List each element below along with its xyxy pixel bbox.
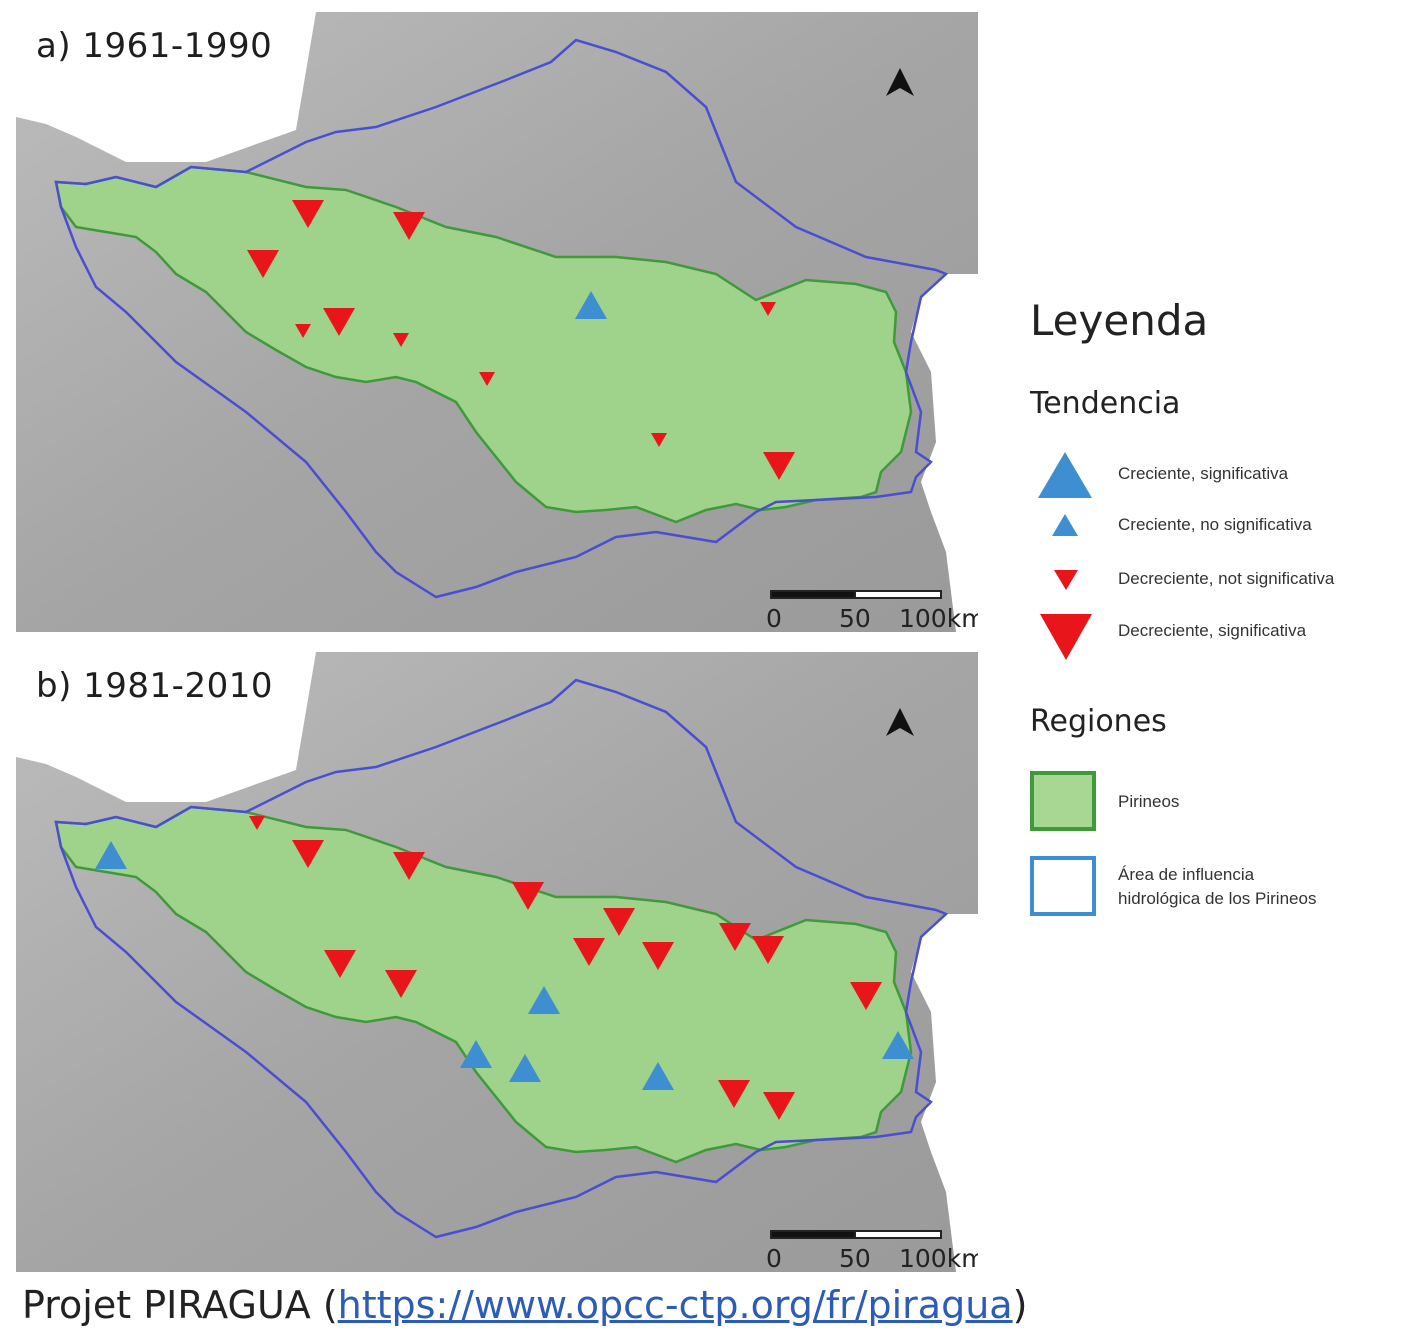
influence-area-swatch bbox=[1030, 856, 1096, 916]
panel-title: a) 1961-1990 bbox=[36, 26, 273, 66]
station-marker-decreasing-not-significant bbox=[651, 433, 667, 447]
scale-bar: 0 50 100km bbox=[766, 584, 978, 632]
legend-item-pyrenees: Pirineos bbox=[1030, 771, 1425, 831]
legend-item-decreasing-not-significant: Decreciente, not significativa bbox=[1030, 556, 1425, 610]
station-markers-a bbox=[247, 200, 795, 480]
panel-title: b) 1981-2010 bbox=[36, 666, 273, 706]
legend-label: Creciente, significativa bbox=[1118, 464, 1289, 483]
station-marker-decreasing-not-significant bbox=[479, 372, 495, 386]
station-marker-decreasing-significant bbox=[393, 212, 425, 240]
scale-bar: 0 50 100km bbox=[766, 1224, 978, 1272]
triangle-down-small-red-icon bbox=[1054, 570, 1078, 590]
station-marker-decreasing-not-significant bbox=[249, 816, 265, 830]
scale-segment-black bbox=[770, 590, 856, 599]
scale-segment-white bbox=[854, 1230, 942, 1239]
scale-label: 100km bbox=[899, 1244, 978, 1272]
station-marker-decreasing-significant bbox=[247, 250, 279, 278]
station-marker-decreasing-significant bbox=[512, 882, 544, 910]
triangle-up-small-blue-icon bbox=[1052, 514, 1078, 536]
station-marker-decreasing-significant bbox=[763, 452, 795, 480]
source-link[interactable]: https://www.opcc-ctp.org/fr/piragua bbox=[337, 1283, 1013, 1327]
station-marker-increasing-significant bbox=[575, 291, 607, 319]
legend-label: Decreciente, not significativa bbox=[1118, 569, 1335, 588]
scale-label: 50 bbox=[839, 1244, 871, 1272]
legend-item-increasing-significant: Creciente, significativa bbox=[1030, 448, 1425, 502]
legend-label: hidrológica de los Pirineos bbox=[1118, 889, 1317, 908]
station-marker-decreasing-not-significant bbox=[295, 324, 311, 338]
station-marker-increasing-significant bbox=[882, 1031, 914, 1059]
station-marker-decreasing-significant bbox=[763, 1092, 795, 1120]
station-marker-decreasing-significant bbox=[718, 1080, 750, 1108]
scale-label: 50 bbox=[839, 604, 871, 632]
triangle-up-large-blue-icon bbox=[1038, 452, 1092, 498]
legend-label: Creciente, no significativa bbox=[1118, 515, 1312, 534]
station-marker-decreasing-significant bbox=[385, 970, 417, 998]
legend-item-influence-area: Área de influencia hidrológica de los Pi… bbox=[1030, 856, 1425, 918]
map-canvas-b bbox=[16, 652, 978, 1272]
scale-label: 0 bbox=[766, 1244, 782, 1272]
station-marker-decreasing-significant bbox=[292, 840, 324, 868]
legend-label: Área de influencia bbox=[1118, 865, 1255, 884]
legend-item-increasing-not-significant: Creciente, no significativa bbox=[1030, 502, 1425, 556]
north-arrow-icon bbox=[886, 68, 914, 96]
legend-title: Leyenda bbox=[1030, 296, 1209, 345]
station-marker-decreasing-significant bbox=[573, 938, 605, 966]
station-marker-decreasing-significant bbox=[752, 936, 784, 964]
station-marker-decreasing-significant bbox=[850, 982, 882, 1010]
station-marker-increasing-significant bbox=[509, 1054, 541, 1082]
pyrenees-region bbox=[54, 805, 913, 1164]
station-markers-b bbox=[95, 816, 914, 1120]
station-marker-increasing-significant bbox=[642, 1062, 674, 1090]
legend-label: Pirineos bbox=[1118, 792, 1180, 811]
influence-area-border bbox=[54, 38, 949, 599]
source-prefix: Projet PIRAGUA ( bbox=[22, 1283, 338, 1327]
triangle-down-large-red-icon bbox=[1040, 614, 1092, 660]
station-marker-decreasing-significant bbox=[292, 200, 324, 228]
scale-segment-black bbox=[770, 1230, 856, 1239]
station-marker-decreasing-not-significant bbox=[393, 333, 409, 347]
station-marker-increasing-significant bbox=[460, 1040, 492, 1068]
source-credit: Projet PIRAGUA (https://www.opcc-ctp.org… bbox=[22, 1283, 1027, 1327]
legend-item-decreasing-significant: Decreciente, significativa bbox=[1030, 608, 1425, 662]
pyrenees-swatch bbox=[1030, 771, 1096, 831]
legend-trend-title: Tendencia bbox=[1030, 386, 1181, 421]
scale-segment-white bbox=[854, 590, 942, 599]
north-arrow-icon bbox=[886, 708, 914, 736]
legend: Leyenda Tendencia Creciente, significati… bbox=[1030, 296, 1425, 936]
map-panel-a: a) 1961-1990 0 50 100km bbox=[16, 12, 978, 632]
source-suffix: ) bbox=[1012, 1283, 1028, 1327]
station-marker-decreasing-significant bbox=[719, 923, 751, 951]
legend-label: Decreciente, significativa bbox=[1118, 621, 1307, 640]
station-marker-decreasing-significant bbox=[393, 852, 425, 880]
map-panel-b: b) 1981-2010 0 50 100km bbox=[16, 652, 978, 1272]
station-marker-decreasing-significant bbox=[323, 308, 355, 336]
legend-regions-title: Regiones bbox=[1030, 704, 1167, 739]
station-marker-increasing-significant bbox=[528, 986, 560, 1014]
station-marker-decreasing-significant bbox=[642, 942, 674, 970]
scale-label: 0 bbox=[766, 604, 782, 632]
station-marker-decreasing-significant bbox=[324, 950, 356, 978]
scale-label: 100km bbox=[899, 604, 978, 632]
station-marker-increasing-significant bbox=[95, 841, 127, 869]
station-marker-decreasing-not-significant bbox=[760, 302, 776, 316]
station-marker-decreasing-significant bbox=[603, 908, 635, 936]
influence-area-border bbox=[54, 678, 949, 1239]
